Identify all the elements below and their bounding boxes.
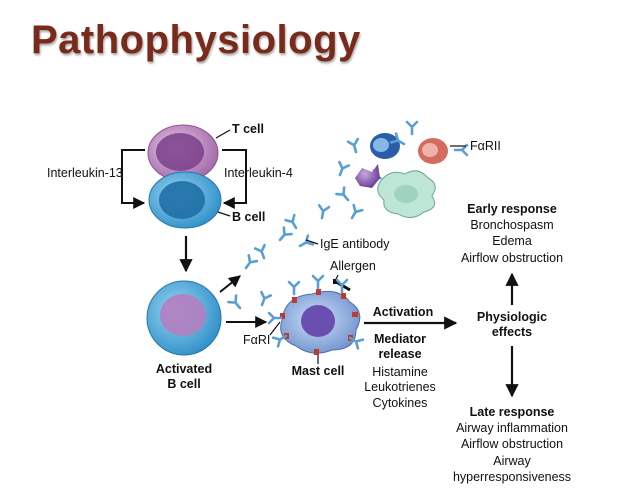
late-response-title: Late response xyxy=(470,405,555,419)
mast-cell-label: Mast cell xyxy=(292,364,345,378)
b-cell xyxy=(148,171,222,229)
physiologic-label-line2: effects xyxy=(492,325,532,339)
mediator-label-line2: release xyxy=(378,347,421,361)
late-response-item: hyperresponsiveness xyxy=(453,470,571,484)
late-response-item: Airway xyxy=(493,454,531,468)
fcri-label: FαRI xyxy=(243,333,270,347)
ige-antibody-label: IgE antibody xyxy=(320,237,390,251)
late-response-item: Airway inflammation xyxy=(456,421,568,435)
t-cell-label: T cell xyxy=(232,122,264,136)
interleukin-4-label: Interleukin-4 xyxy=(224,166,293,180)
activated-b-cell xyxy=(146,280,222,356)
histamine-label: Histamine xyxy=(372,365,428,379)
red-cell-top xyxy=(418,138,448,164)
fcari-label: FαRII xyxy=(470,139,501,153)
interleukin-13-label: Interleukin-13 xyxy=(47,166,123,180)
leukotrienes-label: Leukotrienes xyxy=(364,380,436,394)
antibody-release-arrow xyxy=(219,275,241,293)
late-response-item: Airflow obstruction xyxy=(461,437,563,451)
early-response-item: Edema xyxy=(492,234,532,248)
activated-label-line1: Activated xyxy=(156,362,212,376)
cytokines-label: Cytokines xyxy=(373,396,428,410)
interleukin-4-bracket xyxy=(222,149,247,209)
physiologic-label-line1: Physiologic xyxy=(477,310,547,324)
mediator-label-line1: Mediator xyxy=(374,332,426,346)
b-cell-label: B cell xyxy=(232,210,265,224)
t-cell xyxy=(147,124,219,182)
early-response-item: Airflow obstruction xyxy=(461,251,563,265)
mast-cell xyxy=(280,289,361,355)
allergen-label: Allergen xyxy=(330,259,376,273)
eosinophil-cluster xyxy=(377,170,436,218)
activated-label-line2: B cell xyxy=(167,377,200,391)
ige-antibodies xyxy=(227,137,382,313)
interleukin-13-bracket xyxy=(121,149,146,209)
page-title: Pathophysiology xyxy=(31,18,361,62)
purple-cell xyxy=(355,164,380,188)
early-response-title: Early response xyxy=(467,202,557,216)
activation-label: Activation xyxy=(373,305,433,319)
blue-cell-top xyxy=(370,133,400,159)
early-response-item: Bronchospasm xyxy=(470,218,553,232)
